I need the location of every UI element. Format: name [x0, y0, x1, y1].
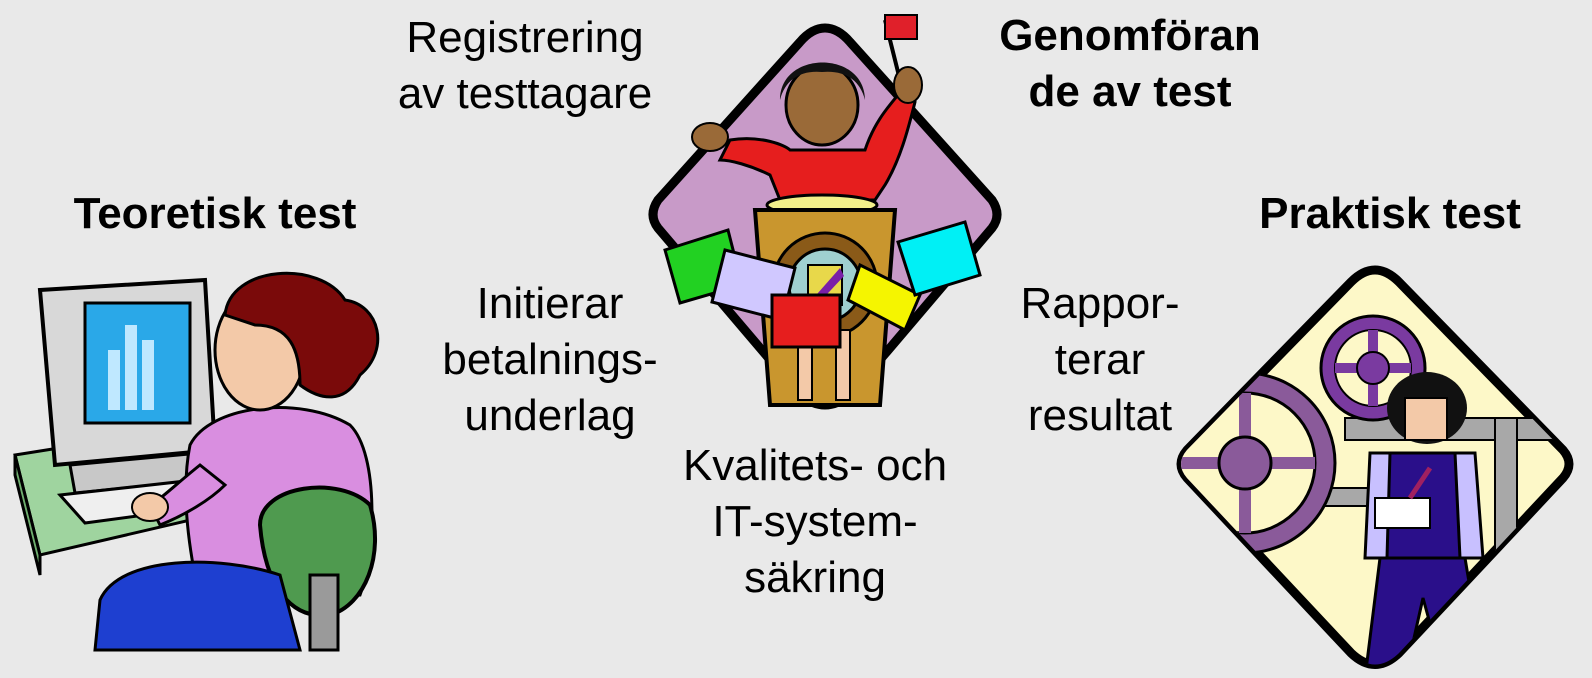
woman-at-computer-icon — [13, 271, 380, 652]
label-practical-test: Praktisk test — [1259, 189, 1521, 238]
label-payment: Initierar betalnings- underlag — [442, 279, 658, 440]
label-reporting: Rappor- terar resultat — [1020, 279, 1180, 440]
label-conducting-test: Genomföran de av test — [999, 11, 1261, 116]
label-registration: Registrering av testtagare — [397, 13, 653, 118]
worker-with-gears-icon — [1176, 265, 1574, 669]
speaker-at-podium-icon — [648, 14, 1002, 410]
label-quality: Kvalitets- och IT-system- säkring — [682, 441, 948, 602]
label-theoretical-test: Teoretisk test — [73, 189, 357, 238]
